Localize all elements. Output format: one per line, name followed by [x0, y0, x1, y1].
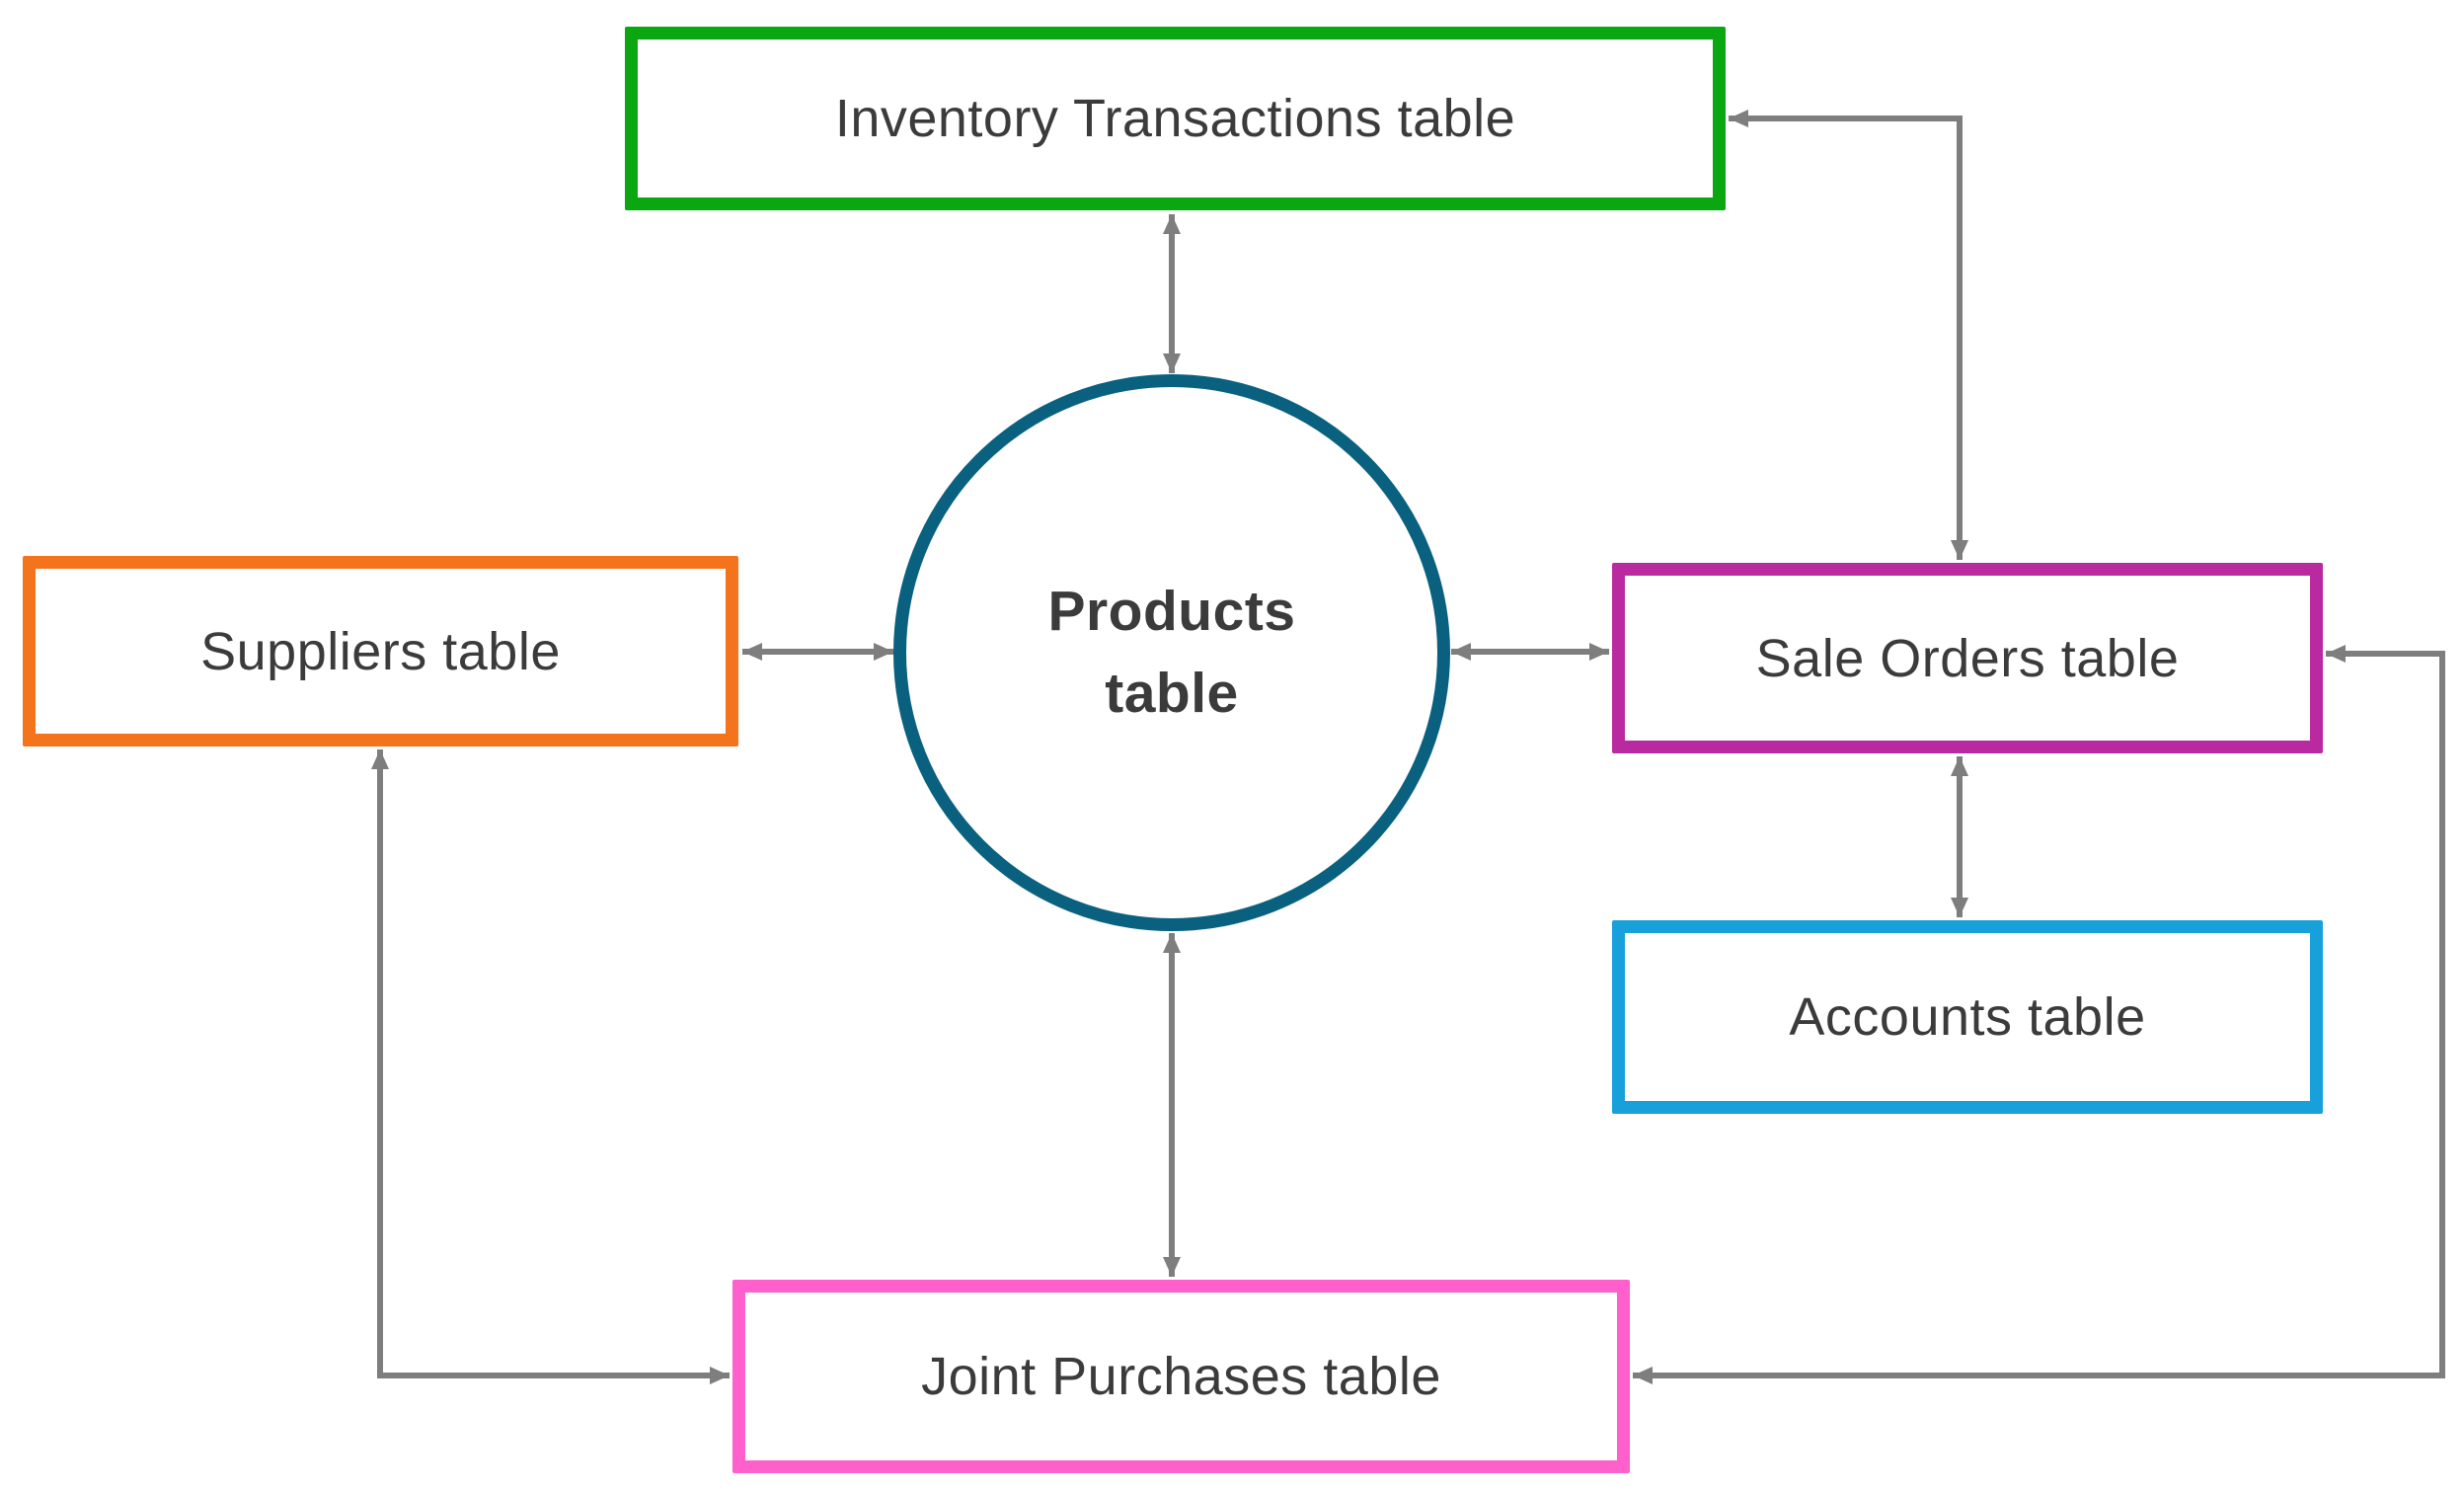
node-accounts-table: Accounts table	[1612, 920, 2323, 1114]
edge-suppliers-joint-purchases	[371, 749, 730, 1384]
node-label: Joint Purchases table	[921, 1347, 1441, 1406]
node-label: Suppliers table	[200, 621, 561, 681]
node-inventory-transactions-table: Inventory Transactions table	[625, 27, 1726, 210]
node-products-table: Products table	[893, 374, 1450, 931]
node-sale-orders-table: Sale Orders table	[1612, 563, 2323, 753]
edge-inventory-sale-orders	[1729, 110, 1968, 560]
node-label-line: Products	[1047, 580, 1296, 644]
node-label: Accounts table	[1789, 987, 2146, 1047]
node-suppliers-table: Suppliers table	[23, 556, 738, 746]
node-label: Sale Orders table	[1755, 628, 2180, 688]
node-label: Inventory Transactions table	[834, 89, 1516, 148]
node-label-line: table	[1105, 662, 1239, 725]
node-joint-purchases-table: Joint Purchases table	[732, 1280, 1630, 1473]
edge-sale-orders-joint-purchases	[1633, 645, 2445, 1384]
